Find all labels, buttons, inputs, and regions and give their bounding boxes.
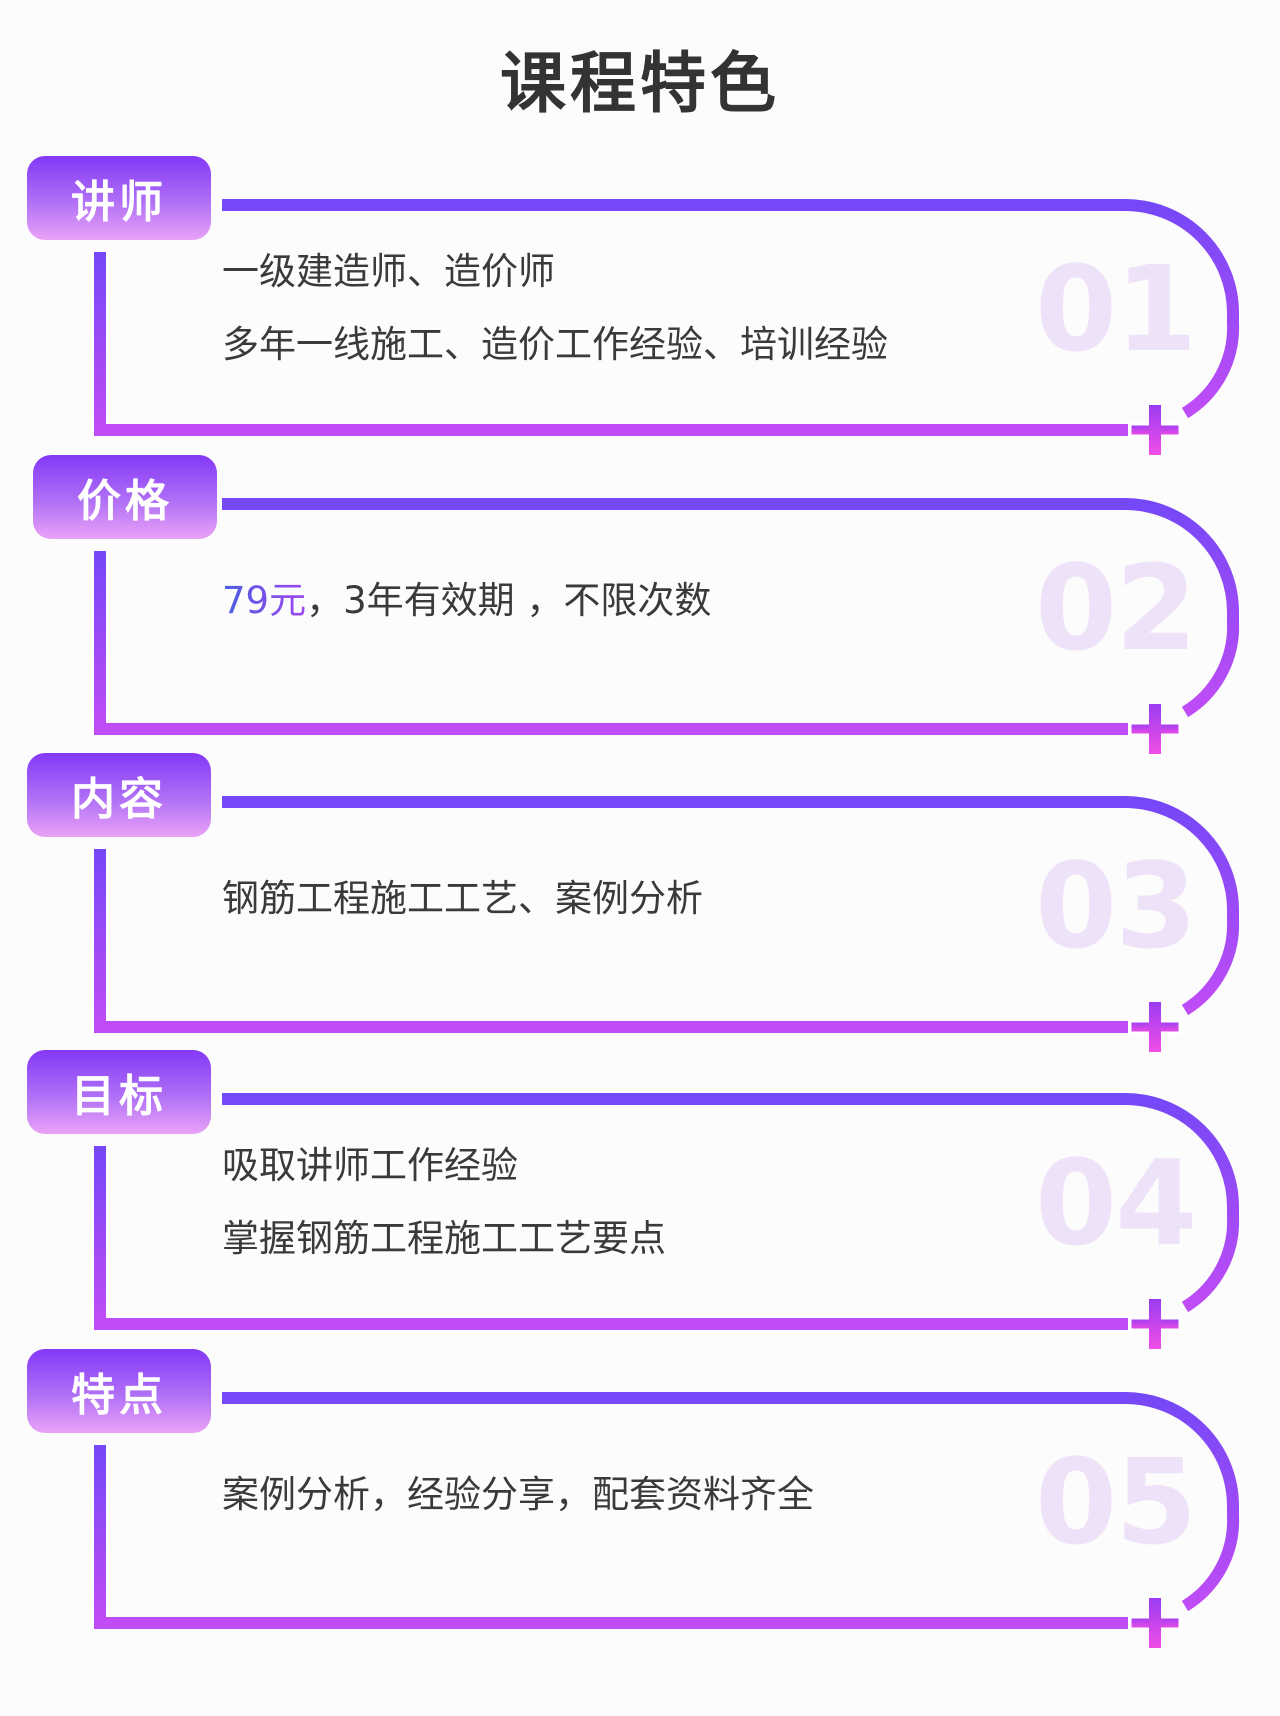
section-number: 04 [1035,1134,1197,1272]
section-content: 吸取讲师工作经验掌握钢筋工程施工工艺要点 [222,1129,1022,1275]
section-frame [94,498,1240,754]
section-frame [94,1093,1240,1349]
section-badge: 目标 [27,1050,211,1134]
plus-icon [1128,704,1182,754]
section-badge: 价格 [33,455,217,539]
section-text: 掌握钢筋工程施工工艺要点 [222,1217,666,1260]
feature-section: 特点 案例分析，经验分享，配套资料齐全 05 [0,1349,1280,1698]
section-badge: 讲师 [27,156,211,240]
section-number: 03 [1035,837,1197,975]
section-text: 吸取讲师工作经验 [222,1144,518,1187]
feature-section: 内容 钢筋工程施工工艺、案例分析 03 [0,753,1280,1102]
section-text-line: 多年一线施工、造价工作经验、培训经验 [222,308,1022,381]
plus-icon [1128,405,1182,455]
section-text-line: 掌握钢筋工程施工工艺要点 [222,1202,1022,1275]
section-content: 案例分析，经验分享，配套资料齐全 [222,1458,1022,1531]
feature-section: 讲师 一级建造师、造价师多年一线施工、造价工作经验、培训经验 01 [0,156,1280,505]
section-number: 05 [1035,1433,1197,1571]
section-number: 01 [1035,240,1197,378]
section-text-line: 79元，3年有效期 ，不限次数 [222,564,1022,637]
feature-section: 目标 吸取讲师工作经验掌握钢筋工程施工工艺要点 04 [0,1050,1280,1399]
section-text-line: 钢筋工程施工工艺、案例分析 [222,862,1022,935]
section-text-line: 吸取讲师工作经验 [222,1129,1022,1202]
price-value: 79元 [222,579,307,622]
section-frame [94,796,1240,1052]
section-content: 79元，3年有效期 ，不限次数 [222,564,1022,637]
plus-icon [1128,1299,1182,1349]
page-title: 课程特色 [500,45,780,122]
section-text: ，3年有效期 ，不限次数 [306,579,712,622]
plus-icon [1128,1598,1182,1648]
feature-section: 价格 79元，3年有效期 ，不限次数 02 [0,455,1280,804]
section-text-line: 一级建造师、造价师 [222,235,1022,308]
section-text: 多年一线施工、造价工作经验、培训经验 [222,323,888,366]
section-content: 一级建造师、造价师多年一线施工、造价工作经验、培训经验 [222,235,1022,381]
section-text: 案例分析，经验分享，配套资料齐全 [222,1473,814,1516]
section-content: 钢筋工程施工工艺、案例分析 [222,862,1022,935]
section-text-line: 案例分析，经验分享，配套资料齐全 [222,1458,1022,1531]
section-badge: 内容 [27,753,211,837]
section-frame [94,199,1240,455]
section-text: 钢筋工程施工工艺、案例分析 [222,877,703,920]
plus-icon [1128,1002,1182,1052]
section-number: 02 [1035,539,1197,677]
section-frame [94,1392,1240,1648]
section-badge: 特点 [27,1349,211,1433]
section-text: 一级建造师、造价师 [222,250,555,293]
